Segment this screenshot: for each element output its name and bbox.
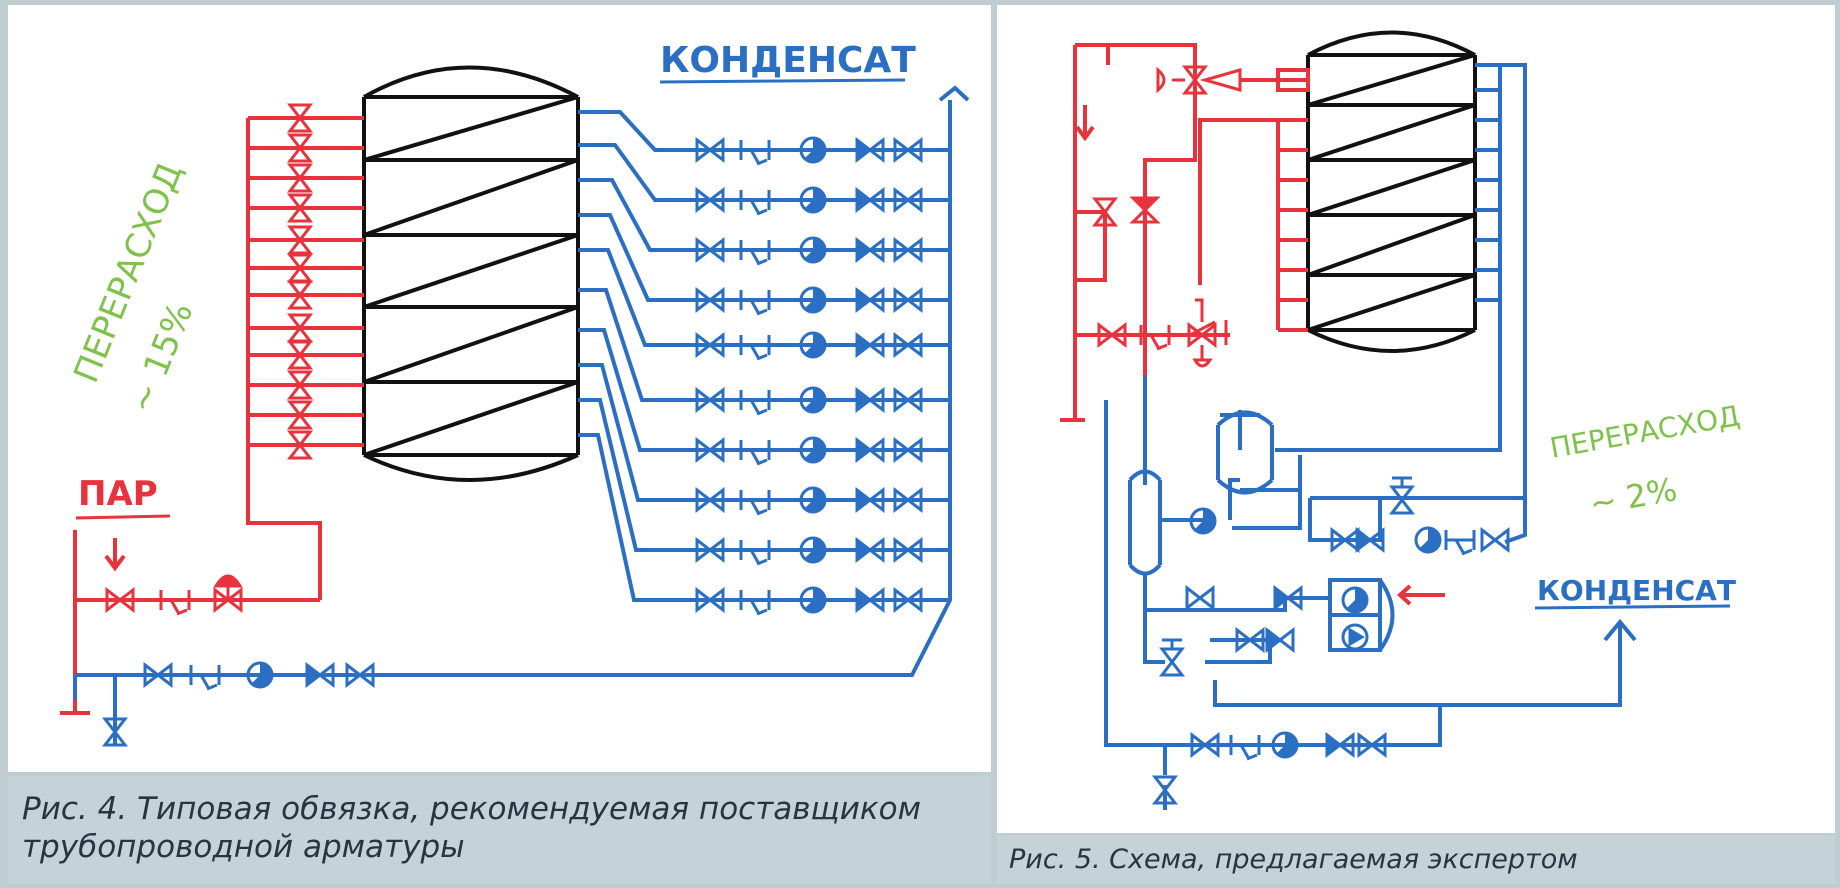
fig4-condensate-piping	[73, 85, 970, 745]
figure-4-caption-box: Рис. 4. Типовая обвязка, рекомендуемая п…	[8, 776, 991, 884]
fig4-steam-piping	[60, 116, 364, 715]
fig4-vessel	[362, 65, 580, 482]
fig5-condensate-label: КОНДЕНСАТ	[1537, 574, 1736, 607]
fig5-condensate-equipment	[1128, 410, 1395, 652]
fig5-steam-valves	[1093, 65, 1242, 368]
fig5-steam-inlet-arrow	[1397, 584, 1445, 606]
fig4-steam-manifold-valves	[288, 103, 312, 460]
fig5-steam-piping	[1060, 43, 1310, 422]
figure-4-caption: Рис. 4. Типовая обвязка, рекомендуемая п…	[22, 791, 921, 865]
fig5-condensate-valves	[1153, 476, 1510, 805]
figure-5-caption: Рис. 5. Схема, предлагаемая экспертом	[1009, 844, 1578, 875]
fig4-steam-inlet-valves	[105, 574, 243, 616]
fig4-condensate-label: КОНДЕНСАТ	[660, 40, 916, 81]
figure-5-caption-box: Рис. 5. Схема, предлагаемая экспертом	[997, 835, 1835, 884]
figure-4-panel	[8, 5, 991, 772]
fig4-steam-label: ПАР	[78, 474, 158, 514]
fig5-overuse-title: ПЕРЕРАСХОД	[1547, 399, 1742, 465]
fig4-overuse-value: ~ 15%	[121, 297, 201, 418]
fig5-overuse-value: ~ 2%	[1587, 470, 1680, 523]
figure-5-panel	[997, 5, 1835, 833]
fig5-vessel	[1306, 30, 1477, 353]
fig4-condensate-trap-lines	[695, 136, 923, 616]
